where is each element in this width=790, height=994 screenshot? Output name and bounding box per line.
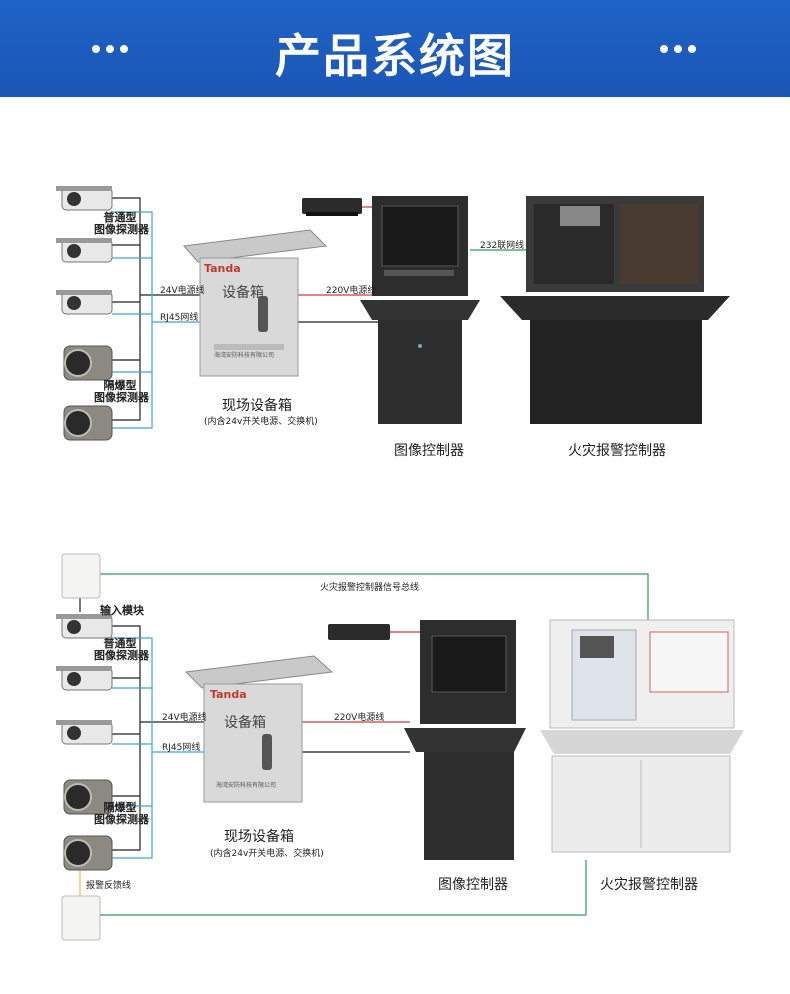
header-banner: 产品系统图 xyxy=(0,0,790,97)
box-plate-1: 海湾安防科技有限公司 xyxy=(214,352,275,359)
bus-wire-label: 火灾报警控制器信号总线 xyxy=(320,583,420,593)
dvr-unit-1 xyxy=(302,198,362,216)
normal-camera-1 xyxy=(56,186,113,211)
box-caption-2: 现场设备箱 xyxy=(224,829,294,845)
fire-controller-label-2: 火灾报警控制器 xyxy=(600,877,698,893)
box-plate-2: 海湾安防科技有限公司 xyxy=(216,782,277,789)
wire-220v-label-1: 220V电源线 xyxy=(326,286,377,296)
cam-ex-label-2: 隔爆型 图像探测器 xyxy=(94,801,149,826)
normal-camera-2 xyxy=(56,238,113,263)
normal-camera-6 xyxy=(56,720,113,745)
explosion-proof-camera-2 xyxy=(63,405,113,441)
normal-camera-5 xyxy=(56,666,113,691)
cam-normal-label-1: 普通型 图像探测器 xyxy=(94,211,149,236)
equipment-box-1 xyxy=(183,229,328,377)
dvr-unit-2 xyxy=(328,624,390,640)
dots-icon-left xyxy=(92,38,134,53)
image-controller-cabinet-2 xyxy=(404,620,526,860)
input-module-bottom xyxy=(61,895,101,941)
input-module-label: 输入模块 xyxy=(100,604,144,617)
fire-alarm-console-2 xyxy=(540,619,744,853)
box-brand-2: Tanda xyxy=(210,688,247,701)
wire-rj45-label-2: RJ45网线 xyxy=(162,743,201,753)
equipment-box-2 xyxy=(184,655,334,803)
wire-24v-label-2: 24V电源线 xyxy=(162,713,207,723)
image-controller-label-2: 图像控制器 xyxy=(438,877,508,893)
box-text-2: 设备箱 xyxy=(224,715,266,731)
normal-camera-3 xyxy=(56,290,113,315)
dots-icon-right xyxy=(660,38,702,53)
fire-alarm-console-1 xyxy=(500,196,730,424)
cam-normal-label-2: 普通型 图像探测器 xyxy=(94,637,149,662)
fire-controller-label-1: 火灾报警控制器 xyxy=(568,443,666,459)
image-controller-cabinet-1 xyxy=(360,196,480,424)
input-module-top xyxy=(61,553,101,599)
box-subcaption-1: (内含24v开关电源、交换机) xyxy=(204,417,318,427)
page-title: 产品系统图 xyxy=(275,29,515,83)
wire-24v-label-1: 24V电源线 xyxy=(160,286,205,296)
box-subcaption-2: (内含24v开关电源、交换机) xyxy=(210,849,324,859)
box-caption-1: 现场设备箱 xyxy=(222,398,292,414)
wire-rj45-label-1: RJ45网线 xyxy=(160,313,199,323)
normal-camera-4 xyxy=(56,614,113,639)
box-brand-1: Tanda xyxy=(204,262,241,275)
explosion-proof-camera-4 xyxy=(63,835,113,871)
box-text-1: 设备箱 xyxy=(222,285,264,301)
image-controller-label-1: 图像控制器 xyxy=(394,443,464,459)
feedback-wire-label: 报警反馈线 xyxy=(86,881,132,891)
explosion-proof-camera-3 xyxy=(63,779,113,815)
cam-ex-label-1: 隔爆型 图像探测器 xyxy=(94,379,149,404)
wire-232-label-1: 232联网线 xyxy=(480,241,525,251)
explosion-proof-camera-1 xyxy=(63,345,113,381)
wire-220v-label-2: 220V电源线 xyxy=(334,713,385,723)
